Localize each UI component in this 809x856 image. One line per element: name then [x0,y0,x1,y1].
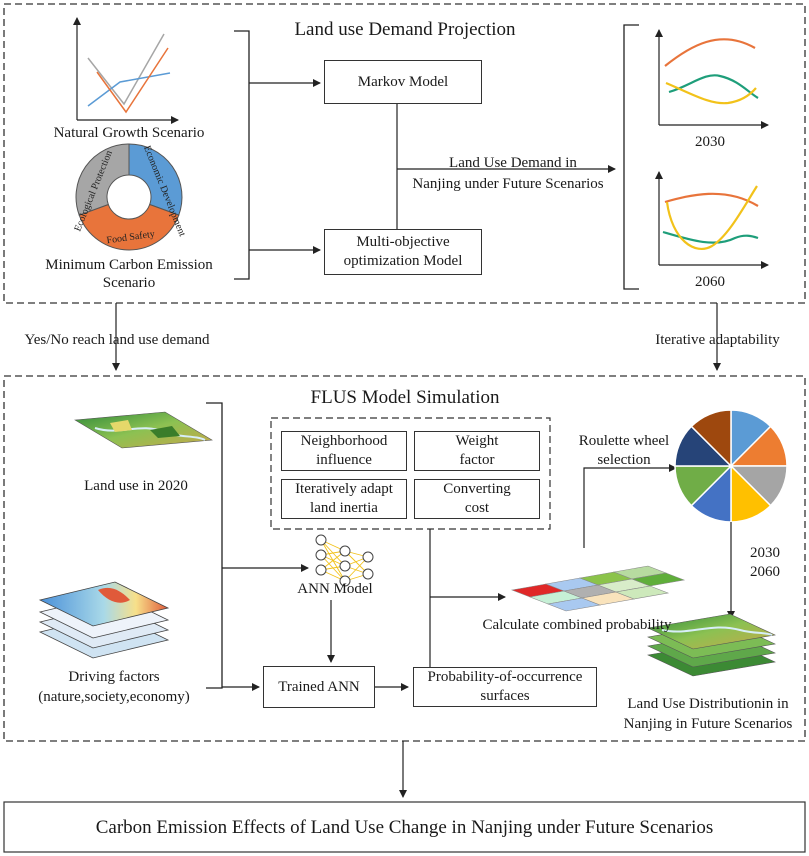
multi-objective-label-2: optimization Model [343,253,463,269]
land-use-2020-map [74,411,213,449]
trained-ann-box: Trained ANN [263,666,375,708]
probability-surfaces-label-1: Probability-of-occurrence [427,669,583,685]
curve-2060-green [662,230,759,244]
trained-ann-label: Trained ANN [278,678,360,695]
distribution-label-2: Nanjing in Future Scenarios [623,716,793,732]
factor-inertia-box: Iteratively adapt land inertia [281,479,407,519]
connector-right-label: Iterative adaptability [655,332,780,348]
curve-2030-yellow [665,81,757,105]
years-label-1: 2030 [750,545,780,561]
min-carbon-label-2: Scenario [102,275,156,291]
growth-line-blue [87,72,171,107]
factor-weight-label-1: Weight [455,433,499,449]
roulette-wheel [674,409,788,523]
factor-cost-label-2: cost [464,500,490,516]
multi-objective-label-1: Multi-objective [356,234,450,250]
natural-growth-chart [73,17,179,124]
factor-neighborhood-label-1: Neighborhood [300,433,388,449]
demand-label-2: Nanjing under Future Scenarios [412,176,604,192]
final-output-label: Carbon Emission Effects of Land Use Chan… [95,816,714,838]
final-box-frame [3,801,806,853]
curve-2060-orange [664,192,759,207]
curve-2030-green [668,74,759,99]
output-bracket [623,24,639,290]
year-2030-label: 2030 [695,134,725,150]
top-section-frame [3,3,806,304]
markov-model-label: Markov Model [357,73,449,90]
factors-frame [270,417,551,530]
probability-grid [510,565,686,612]
min-carbon-label-1: Minimum Carbon Emission [45,257,213,273]
probability-surfaces-label-2: surfaces [480,688,530,704]
ring-segment-ecological [75,143,130,216]
land-use-2020-label: Land use in 2020 [84,478,188,494]
top-section-title: Land use Demand Projection [294,19,516,40]
markov-model-box: Markov Model [324,60,482,104]
driving-factors-label-2: (nature,society,economy) [38,689,190,705]
ring-segment-food [78,203,180,251]
roulette-label-2: selection [597,452,651,468]
connector-left-label: Yes/No reach land use demand [24,332,210,348]
factor-cost-box: Converting cost [414,479,540,519]
distribution-map-stack [647,613,776,677]
curve-2030-orange [664,38,756,67]
growth-line-orange [96,47,169,114]
factor-inertia-label-2: land inertia [310,500,378,516]
factor-weight-label-2: factor [459,452,495,468]
demand-label-1: Land Use Demand in [449,155,577,171]
year-2060-label: 2060 [695,274,725,290]
flus-input-bracket [206,402,223,689]
distribution-label-1: Land Use Distributionin in [627,696,789,712]
ring-segment-economic [128,143,183,216]
chart-2030 [655,29,769,129]
final-output-box: Carbon Emission Effects of Land Use Chan… [5,803,804,851]
roulette-connector [583,464,677,548]
factor-neighborhood-box: Neighborhood influence [281,431,407,471]
multi-objective-box: Multi-objective optimization Model [324,229,482,275]
scenario-ring [75,143,183,251]
factor-cost-label-1: Converting [443,481,511,497]
natural-growth-label: Natural Growth Scenario [53,125,205,141]
roulette-label-1: Roulette wheel [578,433,670,449]
chart-2060 [655,171,769,269]
factor-neighborhood-label-2: influence [316,452,372,468]
scenario-bracket [234,30,250,280]
curve-2060-yellow [665,185,758,251]
factor-weight-box: Weight factor [414,431,540,471]
probability-surfaces-box: Probability-of-occurrence surfaces [413,667,597,707]
flus-section-title: FLUS Model Simulation [310,387,500,408]
growth-line-gray [87,33,165,106]
driving-factors-stack [38,581,170,659]
ann-model-label: ANN Model [297,581,373,597]
combined-probability-label: Calculate combined probability [482,617,672,633]
factor-inertia-label-1: Iteratively adapt [295,481,393,497]
years-label-2: 2060 [750,564,780,580]
driving-factors-label-1: Driving factors [68,669,160,685]
flus-section-frame [3,375,806,742]
